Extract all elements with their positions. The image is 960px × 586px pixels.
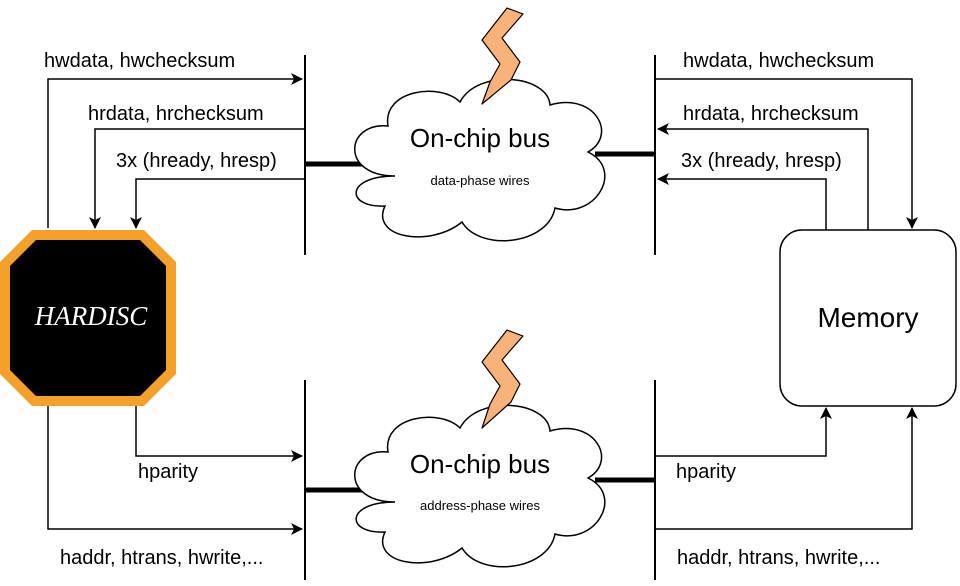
right-write-data-label: hwdata, hwchecksum	[683, 50, 874, 72]
left-haddr-line	[47, 406, 303, 535]
right-hparity-line	[655, 407, 832, 457]
lightning-bolt-icon	[481, 329, 524, 429]
left-address-label: haddr, htrans, hwrite,...	[60, 547, 263, 569]
left-parity-label: hparity	[138, 461, 198, 483]
left-response-line	[130, 178, 305, 229]
left-hwdata-line	[47, 73, 303, 228]
left-response-label: 3x (hready, hresp)	[116, 150, 277, 172]
data-bus-subtitle: data-phase wires	[431, 173, 530, 188]
right-hrdata-line	[657, 123, 869, 230]
memory-block: Memory	[779, 229, 957, 407]
data-bus-title: On-chip bus	[410, 123, 550, 153]
memory-label: Memory	[817, 302, 918, 333]
address-bus-title: On-chip bus	[410, 449, 550, 479]
data-phase-bus-cloud: On-chip bus data-phase wires	[354, 78, 606, 242]
right-read-data-label: hrdata, hrchecksum	[683, 103, 859, 125]
right-hwdata-line	[655, 78, 918, 229]
right-parity-label: hparity	[676, 461, 736, 483]
left-write-data-label: hwdata, hwchecksum	[44, 50, 235, 72]
right-haddr-line	[655, 407, 918, 530]
right-address-label: haddr, htrans, hwrite,...	[677, 547, 880, 569]
address-bus-subtitle: address-phase wires	[420, 498, 540, 513]
left-hrdata-line	[89, 128, 305, 229]
address-phase-bus-cloud: On-chip bus address-phase wires	[354, 404, 606, 568]
processor-label: HARDISC	[34, 301, 148, 331]
right-response-line	[657, 173, 827, 230]
right-response-label: 3x (hready, hresp)	[681, 150, 842, 172]
hardisc-processor: HARDISC	[0, 230, 176, 406]
lightning-bolt-icon	[481, 7, 524, 105]
left-hparity-line	[135, 406, 303, 462]
left-read-data-label: hrdata, hrchecksum	[88, 103, 264, 125]
